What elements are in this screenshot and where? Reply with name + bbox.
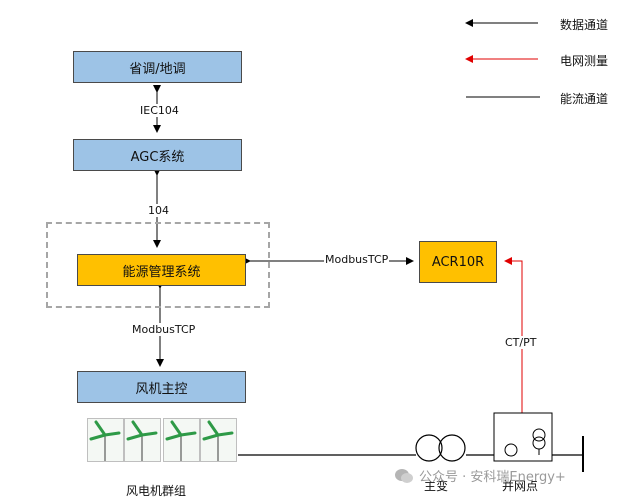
grid-point-box [493, 412, 553, 462]
wechat-icon [395, 468, 413, 483]
transformer-coil-1 [415, 434, 443, 462]
wind-turbine-icon [124, 418, 161, 462]
main-transformer-label: 主变 [424, 479, 449, 493]
grid-point-ct-a [532, 428, 546, 442]
dispatch-node: 省调/地调 [73, 51, 242, 83]
label-iec104: IEC104 [139, 104, 180, 117]
watermark-text: 公众号 · 安科瑞Energy+ [419, 470, 566, 485]
agc-node: AGC系统 [73, 139, 242, 171]
legend-label-data: 数据通道 [560, 18, 609, 32]
legend-label-measure: 电网测量 [560, 54, 609, 68]
label-modbus-down: ModbusTCP [131, 323, 197, 336]
watermark: 公众号 · 安科瑞Energy+ [395, 466, 566, 485]
label-104: 104 [147, 204, 170, 217]
legend-label-energy: 能流通道 [560, 92, 609, 106]
label-ct-pt: CT/PT [504, 336, 538, 349]
link-ctpt [504, 257, 523, 413]
wind-turbine-icon [163, 418, 200, 462]
grid-point-label: 并网点 [502, 479, 539, 493]
grid-point-meter [504, 443, 518, 457]
ems-dashed-group [46, 222, 270, 308]
transformer-coil-2 [438, 434, 466, 462]
label-modbus-right: ModbusTCP [324, 253, 390, 266]
turbine-control-node: 风机主控 [77, 371, 246, 403]
wind-turbine-icon [87, 418, 124, 462]
turbine-group-label: 风电机群组 [126, 484, 187, 498]
acr-node: ACR10R [419, 241, 497, 283]
ems-node: 能源管理系统 [77, 254, 246, 286]
wind-turbine-icon [200, 418, 237, 462]
